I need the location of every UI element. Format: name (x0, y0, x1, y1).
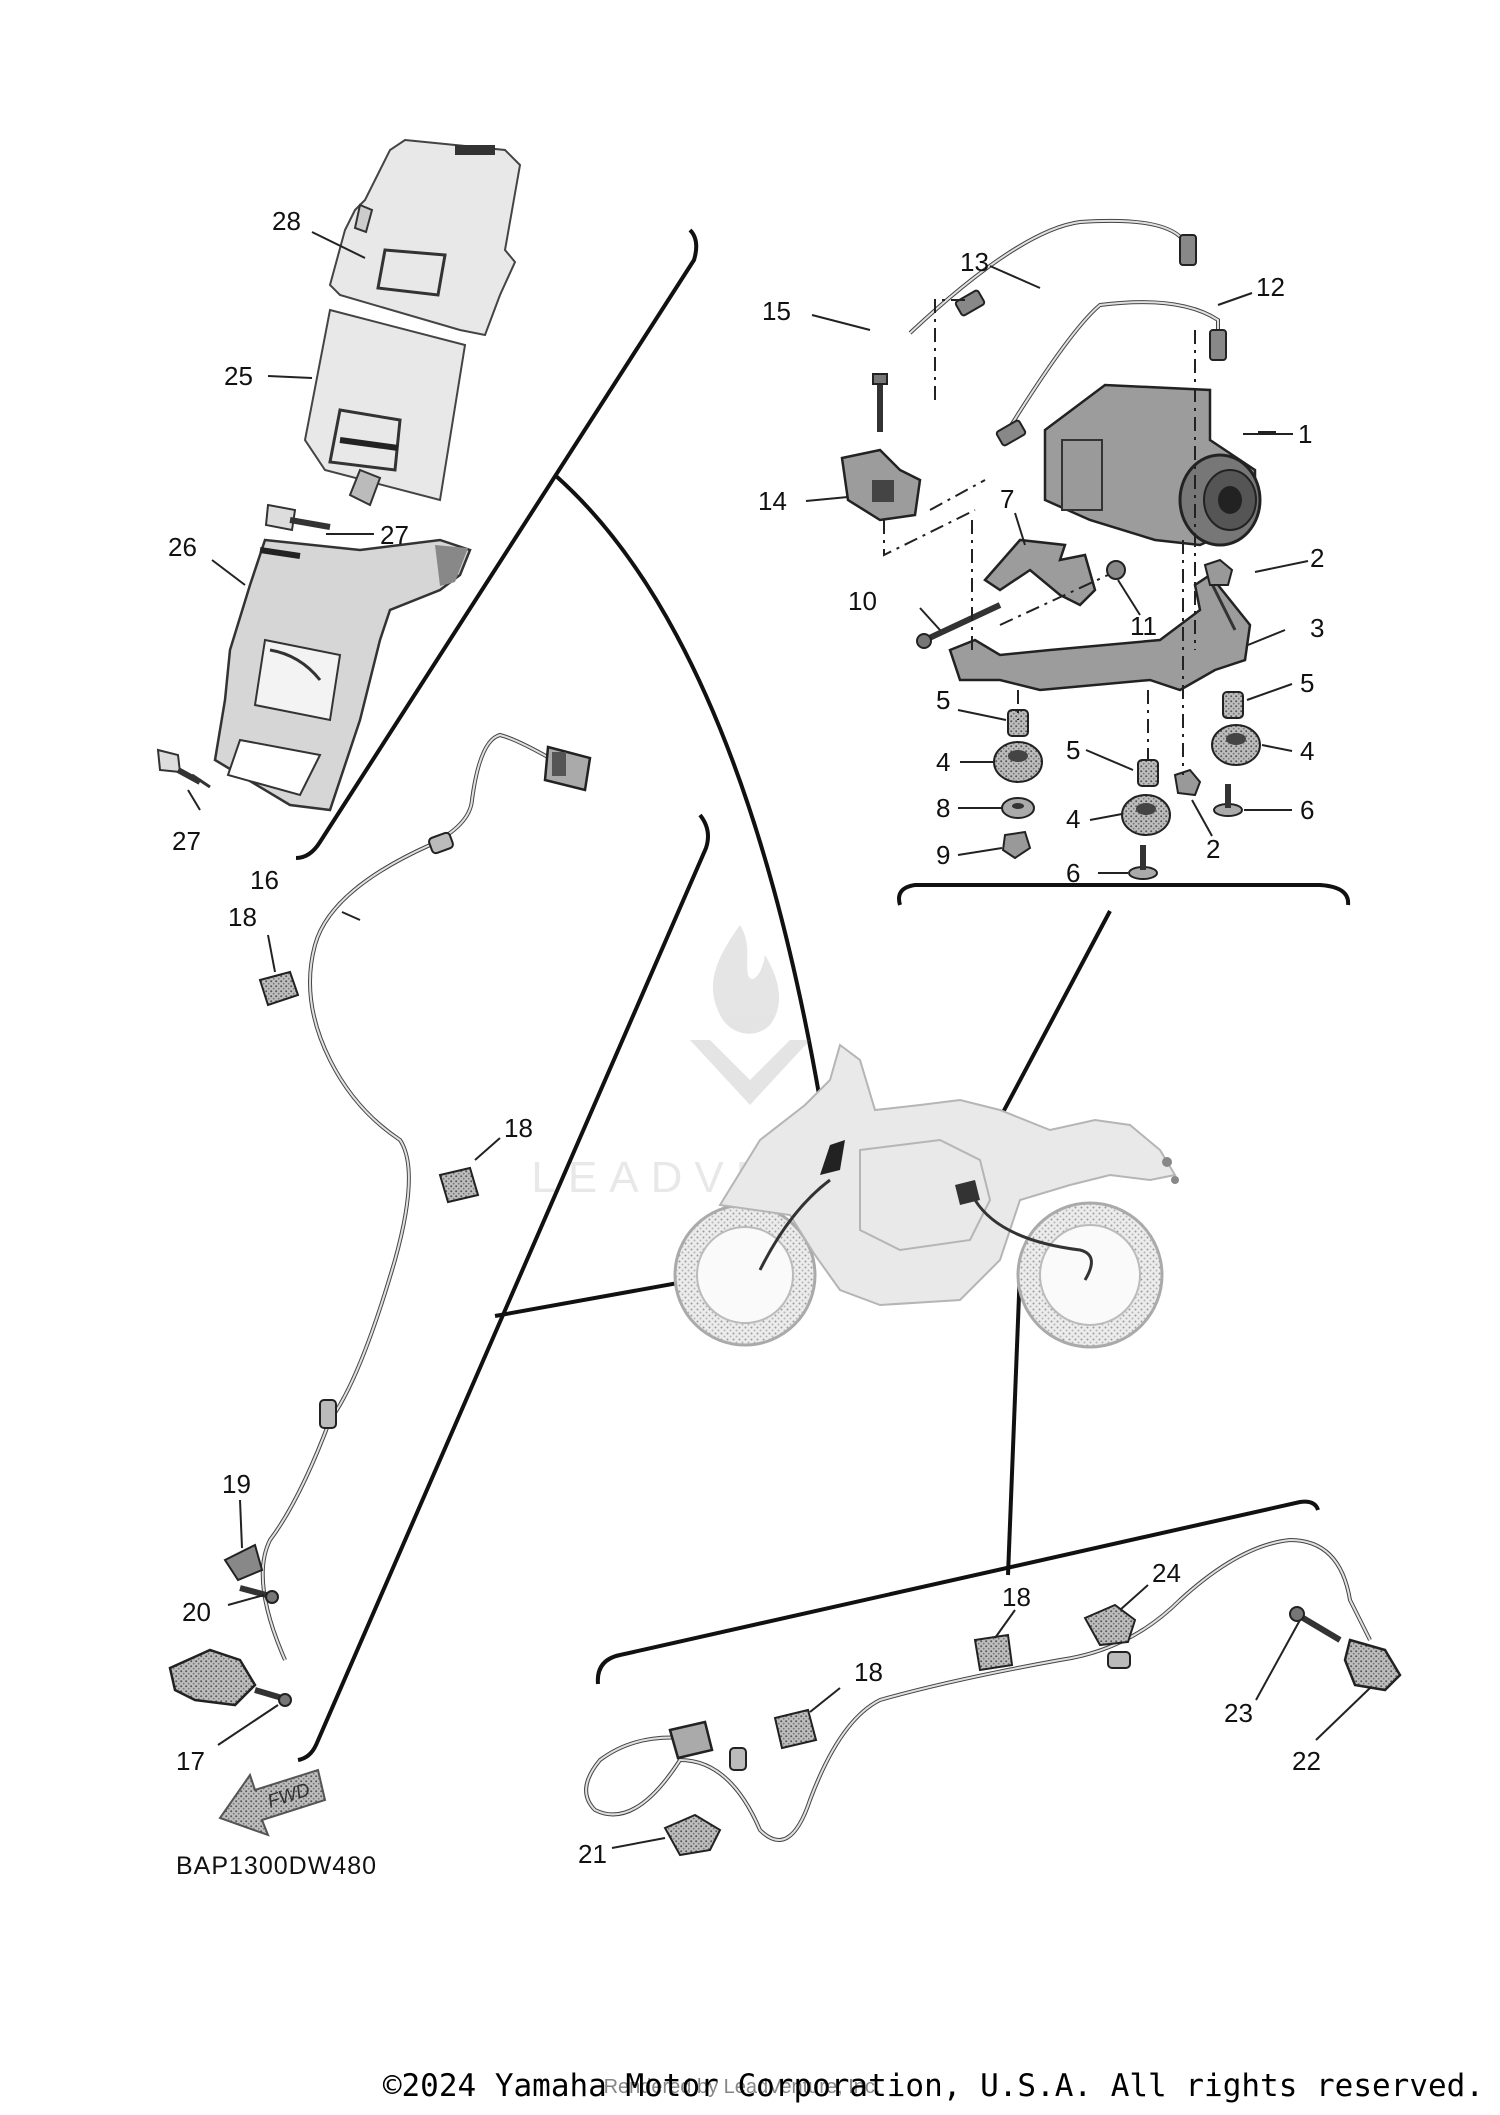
rendered-by-text: Rendered by LeadVenture, Inc. (604, 2076, 881, 2098)
part-17-sensor (168, 1648, 257, 1707)
callout-18-middle-left: 18 (504, 1113, 533, 1143)
part-7-bracket (983, 538, 1097, 607)
callout-18-upper-left: 18 (228, 902, 257, 932)
callout-22: 22 (1292, 1746, 1321, 1776)
callout-4-middle: 4 (1066, 804, 1080, 834)
ecu-bracket-group (156, 138, 522, 812)
callout-27-upper: 27 (380, 520, 409, 550)
part-26-bracket (213, 538, 472, 812)
callout-14: 14 (758, 486, 787, 516)
diagram-code: BAP1300DW480 (176, 1852, 377, 1880)
motorcycle-illustration (673, 1043, 1179, 1349)
callout-20: 20 (182, 1597, 211, 1627)
callout-4-right: 4 (1300, 736, 1314, 766)
callout-15: 15 (762, 296, 791, 326)
part-2-nut-upper (1203, 558, 1234, 586)
part-27-screw-upper (264, 503, 331, 532)
callout-4-left: 4 (936, 747, 950, 777)
callout-21: 21 (578, 1839, 607, 1869)
callout-28: 28 (272, 206, 301, 236)
part-3-bracket (948, 573, 1252, 692)
callout-25: 25 (224, 361, 253, 391)
part-18-clamp-d (973, 1633, 1014, 1672)
callout-11: 11 (1130, 611, 1157, 641)
callout-6-lower: 6 (1066, 858, 1080, 888)
callouts: 1 2 2 3 4 4 4 5 5 5 6 6 7 8 9 10 11 12 1… (168, 206, 1324, 1869)
part-27-screw-lower (156, 748, 211, 789)
callout-23: 23 (1224, 1698, 1253, 1728)
part-18-clamp-c (773, 1708, 818, 1750)
callout-24: 24 (1152, 1558, 1181, 1588)
callout-5-left: 5 (936, 685, 950, 715)
part-18-clamp-b (438, 1166, 480, 1204)
copyright-text: ©2024 Yamaha Motor Corporation, U.S.A. A… (383, 2068, 1484, 2104)
callout-1: 1 (1298, 419, 1312, 449)
abs-unit-group (840, 218, 1262, 880)
callout-18-lower-middle: 18 (1002, 1582, 1031, 1612)
rear-sensor-group (584, 1537, 1402, 1857)
callout-12: 12 (1256, 272, 1285, 302)
callout-18-lower-left: 18 (854, 1657, 883, 1687)
callout-10: 10 (848, 586, 877, 616)
part-2-nut-lower (1173, 768, 1202, 797)
part-18-clamp-a (258, 970, 300, 1007)
callout-27-lower: 27 (172, 826, 201, 856)
part-28-cover (328, 138, 522, 337)
forward-arrow: FWD (218, 1768, 327, 1837)
callout-6-right: 6 (1300, 795, 1314, 825)
callout-3: 3 (1310, 613, 1324, 643)
callout-19: 19 (222, 1469, 251, 1499)
section-dividers (295, 228, 1351, 1762)
callout-9: 9 (936, 840, 950, 870)
front-sensor-group: FWD (168, 732, 592, 1837)
callout-17: 17 (176, 1746, 205, 1776)
callout-5-right: 5 (1300, 668, 1314, 698)
callout-13: 13 (960, 247, 989, 277)
callout-7: 7 (1000, 484, 1014, 514)
callout-8: 8 (936, 793, 950, 823)
callout-2-lower: 2 (1206, 834, 1220, 864)
callout-2-upper: 2 (1310, 543, 1324, 573)
callout-26: 26 (168, 532, 197, 562)
callout-16: 16 (250, 865, 279, 895)
part-25-ecu (303, 308, 467, 502)
leader-lines (187, 231, 1371, 1849)
callout-5-middle: 5 (1066, 735, 1080, 765)
